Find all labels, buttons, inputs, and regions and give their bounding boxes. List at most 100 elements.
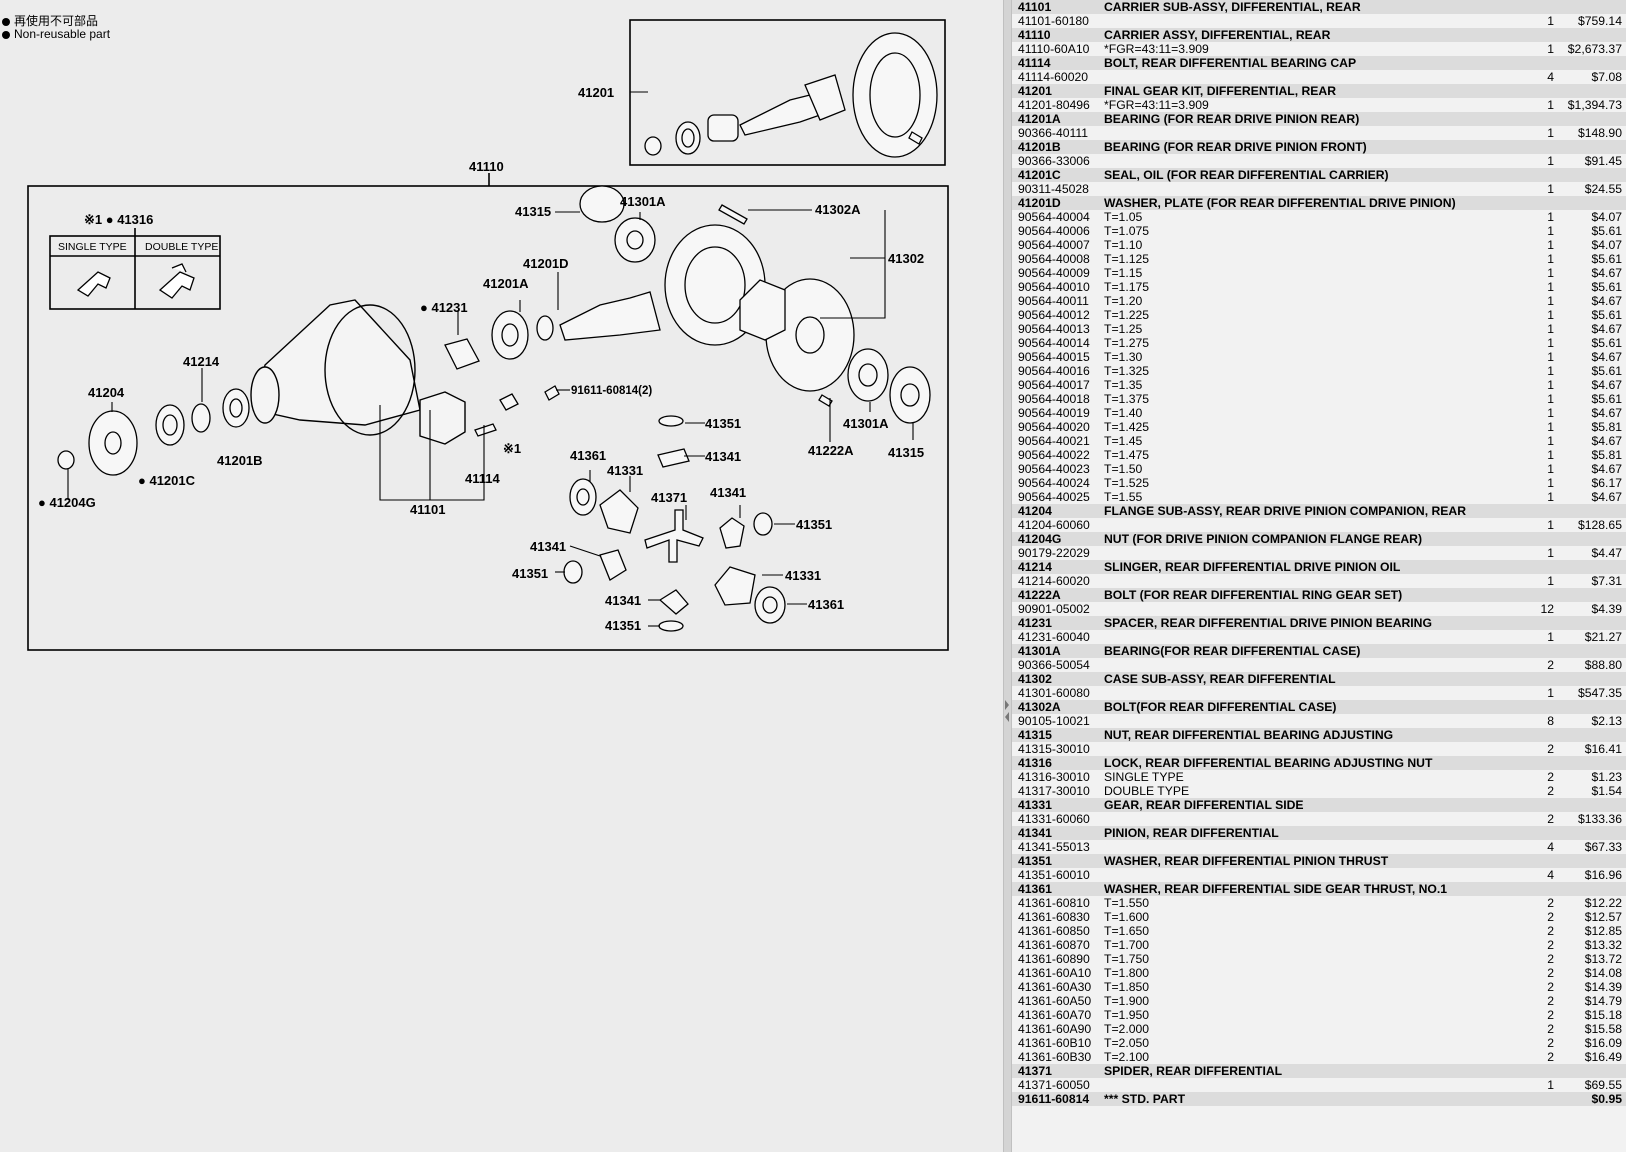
part-number[interactable]: 90564-40014 xyxy=(1018,336,1090,350)
part-number[interactable]: 41361-60A50 xyxy=(1018,994,1092,1008)
callout-41351-d[interactable]: 41351 xyxy=(605,618,641,633)
callout-41214[interactable]: 41214 xyxy=(183,354,220,369)
callout-41201[interactable]: 41201 xyxy=(578,85,614,100)
part-number[interactable]: 41361-60B30 xyxy=(1018,1050,1092,1064)
callout-41301a-bottom[interactable]: 41301A xyxy=(843,416,889,431)
std-part-row[interactable]: 91611-60814*** STD. PART$0.95 xyxy=(1012,1092,1626,1106)
part-number[interactable]: 41361-60890 xyxy=(1018,952,1090,966)
callout-41101[interactable]: 41101 xyxy=(410,502,445,517)
part-number[interactable]: 90564-40008 xyxy=(1018,252,1090,266)
part-number[interactable]: 41361-60830 xyxy=(1018,910,1090,924)
part-number[interactable]: 41231-60040 xyxy=(1018,630,1090,644)
part-number[interactable]: 41317-30010 xyxy=(1018,784,1090,798)
part-number[interactable]: 41361-60A90 xyxy=(1018,1022,1092,1036)
callout-41302a[interactable]: 41302A xyxy=(815,202,861,217)
part-number[interactable]: 90564-40004 xyxy=(1018,210,1090,224)
part-number[interactable]: 90901-05002 xyxy=(1018,602,1090,616)
callout-41315-bottom[interactable]: 41315 xyxy=(888,445,924,460)
part-number[interactable]: 41351-60010 xyxy=(1018,868,1090,882)
part-number[interactable]: 90564-40015 xyxy=(1018,350,1090,364)
part-number[interactable]: 90564-40012 xyxy=(1018,308,1090,322)
part-number[interactable]: 41110-60A10 xyxy=(1018,42,1090,56)
part-number[interactable]: 41341-55013 xyxy=(1018,840,1090,854)
callout-41361-a[interactable]: 41361 xyxy=(570,448,606,463)
part-number[interactable]: 41101-60180 xyxy=(1018,14,1089,28)
part-number[interactable]: 41315-30010 xyxy=(1018,742,1090,756)
callout-41315-top[interactable]: 41315 xyxy=(515,204,551,219)
callout-41222a[interactable]: 41222A xyxy=(808,443,854,458)
part-number[interactable]: 90564-40011 xyxy=(1018,294,1089,308)
part-number[interactable]: 41361-60850 xyxy=(1018,924,1090,938)
callout-41361-b[interactable]: 41361 xyxy=(808,597,844,612)
callout-41341-d[interactable]: 41341 xyxy=(605,593,641,608)
callout-41114[interactable]: 41114 xyxy=(465,471,500,486)
callout-41371[interactable]: 41371 xyxy=(651,490,687,505)
part-number[interactable]: 90366-33006 xyxy=(1018,154,1090,168)
part-number[interactable]: 41361-60A30 xyxy=(1018,980,1092,994)
callout-41204[interactable]: 41204 xyxy=(88,385,125,400)
part-number[interactable]: 90564-40016 xyxy=(1018,364,1090,378)
part-number[interactable]: 90105-10021 xyxy=(1018,714,1090,728)
std-part-number[interactable]: 91611-60814 xyxy=(1018,1092,1090,1106)
callout-41204g[interactable]: ● 41204G xyxy=(38,495,96,510)
part-number[interactable]: 90564-40013 xyxy=(1018,322,1090,336)
part-number[interactable]: 41361-60A10 xyxy=(1018,966,1092,980)
part-number[interactable]: 90564-40007 xyxy=(1018,238,1090,252)
callout-41351-a[interactable]: 41351 xyxy=(705,416,741,431)
callout-41331-b[interactable]: 41331 xyxy=(785,568,821,583)
part-number[interactable]: 90564-40010 xyxy=(1018,280,1090,294)
part-number[interactable]: 90311-45028 xyxy=(1018,182,1089,196)
callout-41341-c[interactable]: 41341 xyxy=(530,539,566,554)
part-number[interactable]: 41201-80496 xyxy=(1018,98,1090,112)
part-number[interactable]: 90564-40021 xyxy=(1018,434,1090,448)
callout-91611[interactable]: 91611-60814(2) xyxy=(571,385,652,397)
collapse-left-icon[interactable] xyxy=(1005,712,1009,722)
callout-41351-c[interactable]: 41351 xyxy=(512,566,548,581)
callout-41201b[interactable]: 41201B xyxy=(217,453,263,468)
part-number[interactable]: 90564-40025 xyxy=(1018,490,1090,504)
collapse-right-icon[interactable] xyxy=(1005,700,1009,710)
callout-41341-a[interactable]: 41341 xyxy=(705,449,741,464)
part-number[interactable]: 41204-60060 xyxy=(1018,518,1090,532)
